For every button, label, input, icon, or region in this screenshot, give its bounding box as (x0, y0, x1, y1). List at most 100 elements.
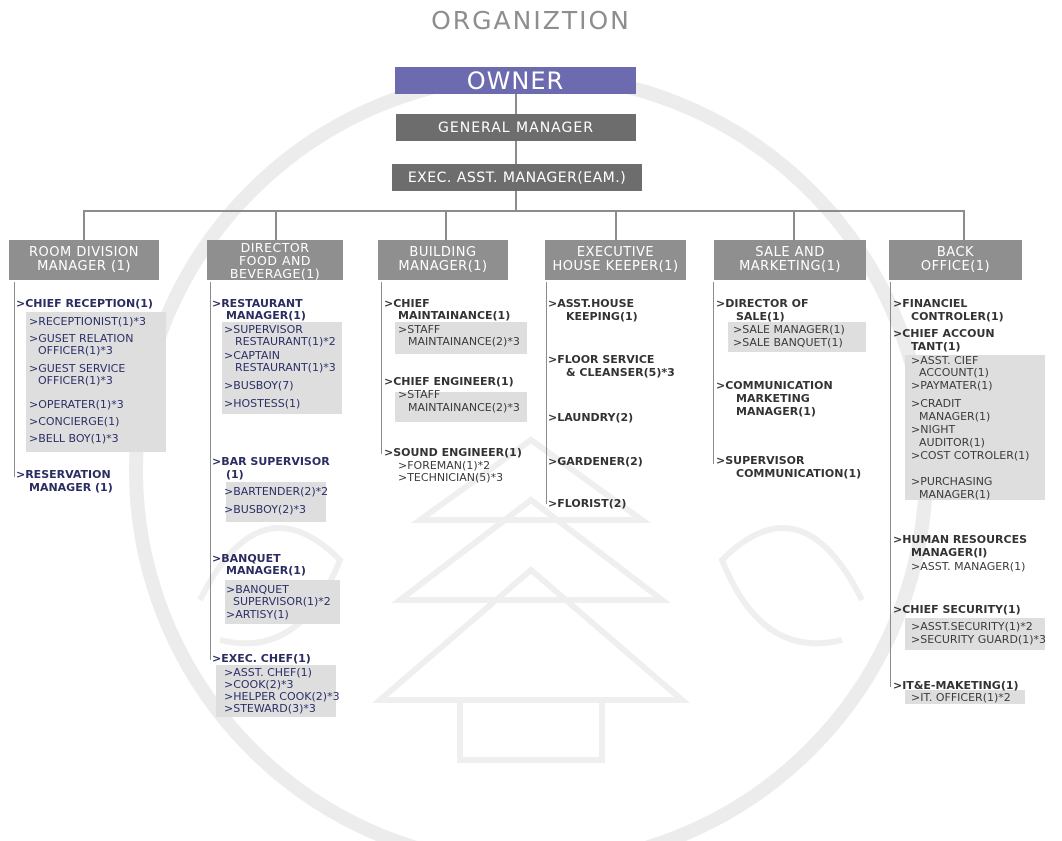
list-item: >CHIEF ENGINEER(1) (384, 375, 514, 388)
list-item: >GARDENER(2) (548, 455, 643, 468)
connector-eam-down (515, 191, 517, 211)
shade-fb-2 (226, 482, 326, 522)
shade-fb-4 (216, 665, 336, 717)
guide-backoffice (890, 282, 891, 687)
list-item: >SALE BANQUET(1) (733, 336, 843, 349)
list-item: >RESERVATION (16, 468, 111, 481)
list-item: SUPERVISOR(1)*2 (233, 595, 331, 608)
connector-horizontal (83, 210, 965, 212)
list-item: >DIRECTOR OF (716, 297, 809, 310)
connector-owner-gm (515, 94, 517, 114)
list-item: >FINANCIEL (893, 297, 968, 310)
list-item: RESTAURANT(1)*2 (235, 335, 336, 348)
list-item: MARKETING (736, 392, 810, 405)
shade-room (26, 312, 166, 452)
dept-line: FOOD AND (238, 252, 311, 268)
list-item: >CAPTAIN (224, 349, 280, 362)
guide-fb (210, 282, 211, 660)
eam-box: EXEC. ASST. MANAGER(EAM.) (392, 164, 642, 191)
list-item: >PURCHASING (911, 475, 993, 488)
list-item: MAINTAINANCE(1) (398, 309, 511, 322)
list-item: AUDITOR(1) (919, 436, 985, 449)
list-item: >BELL BOY(1)*3 (29, 432, 119, 445)
list-item: >BANQUET (212, 552, 281, 565)
list-item: ACCOUNT(1) (919, 366, 989, 379)
list-item: >CHIEF ACCOUN (893, 327, 995, 340)
list-item: OFFICER(1)*3 (38, 374, 113, 387)
list-item: COMMUNICATION(1) (736, 467, 862, 480)
shade-building-2 (395, 392, 527, 422)
list-item: KEEPING(1) (566, 310, 638, 323)
list-item: >FLOOR SERVICE (548, 353, 655, 366)
dept-line: EXECUTIVE (576, 245, 655, 260)
list-item: >IT. OFFICER(1)*2 (911, 691, 1011, 704)
dept-line: BACK (936, 245, 975, 260)
list-item: >IT&E-MAKETING(1) (893, 679, 1019, 692)
list-item: OFFICER(1)*3 (38, 344, 113, 357)
guide-housekeeping (546, 282, 547, 504)
list-item: >GUSET RELATION (29, 332, 134, 345)
list-item: >CHIEF RECEPTION(1) (16, 297, 153, 310)
owner-box: OWNER (395, 67, 636, 95)
dept-line: MANAGER (1) (37, 259, 131, 274)
connector-dept-2 (275, 210, 277, 240)
list-item: >CONCIERGE(1) (29, 415, 120, 428)
shade-backoffice-3 (905, 690, 1025, 704)
list-item: MANAGER(1) (226, 309, 306, 322)
list-item: >LAUNDRY(2) (548, 411, 634, 424)
list-item: >RECEPTIONIST(1)*3 (29, 315, 146, 328)
list-item: >OPERATER(1)*3 (29, 398, 124, 411)
list-item: >ARTISY(1) (226, 608, 289, 621)
general-manager-box: GENERAL MANAGER (396, 114, 636, 141)
list-item: >BARTENDER(2)*2 (224, 485, 329, 498)
list-item: >ASST.SECURITY(1)*2 (911, 620, 1033, 633)
list-item: & CLEANSER(5)*3 (566, 366, 675, 379)
list-item: >PAYMATER(1) (911, 379, 993, 392)
list-item: >STEWARD(3)*3 (224, 702, 316, 715)
list-item: >ASST. CIEF (911, 354, 979, 367)
list-item: >STAFF (398, 323, 441, 336)
connector-gm-eam (515, 141, 517, 164)
list-item: CONTROLER(1) (911, 310, 1004, 323)
list-item: (1) (226, 468, 244, 481)
list-item: MANAGER(1) (226, 564, 306, 577)
list-item: TANT(1) (911, 340, 961, 353)
list-item: MAINTAINANCE(2)*3 (408, 401, 520, 414)
list-item: >COMMUNICATION (716, 379, 833, 392)
shade-building-1 (395, 322, 527, 354)
list-item: >SUPERVISOR (716, 454, 805, 467)
list-item: >ASST. MANAGER(1) (911, 560, 1026, 573)
list-item: >SOUND ENGINEER(1) (384, 446, 522, 459)
list-item: >EXEC. CHEF(1) (212, 652, 311, 665)
list-item: >BUSBOY(7) (224, 379, 294, 392)
shade-fb-1 (222, 322, 342, 414)
shade-backoffice-1 (905, 355, 1045, 500)
guide-sales (713, 282, 714, 464)
shade-sales (728, 322, 866, 352)
connector-dept-6 (963, 210, 965, 240)
list-item: MAINTAINANCE(2)*3 (408, 335, 520, 348)
list-item: >STAFF (398, 388, 441, 401)
dept-line: ROOM DIVISION (29, 245, 139, 260)
list-item: >HELPER COOK(2)*3 (224, 690, 340, 703)
list-item: >FOREMAN(1)*2 (398, 459, 491, 472)
list-item: >SECURITY GUARD(1)*3 (911, 633, 1046, 646)
list-item: >COOK(2)*3 (224, 678, 294, 691)
dept-line: BUILDING (409, 245, 477, 260)
list-item: >HOSTESS(1) (224, 397, 301, 410)
list-item: MANAGER(1) (919, 410, 991, 423)
list-item: MANAGER(1) (919, 488, 991, 501)
list-item: MANAGER(1) (736, 405, 816, 418)
list-item: >BANQUET (226, 583, 289, 596)
list-item: >BUSBOY(2)*3 (224, 503, 307, 516)
connector-dept-3 (445, 210, 447, 240)
list-item: >ASST. CHEF(1) (224, 666, 312, 679)
list-item: MANAGER(I) (911, 546, 988, 559)
connector-dept-1 (83, 210, 85, 240)
list-item: SALE(1) (736, 310, 785, 323)
list-item: >HUMAN RESOURCES (893, 533, 1028, 546)
